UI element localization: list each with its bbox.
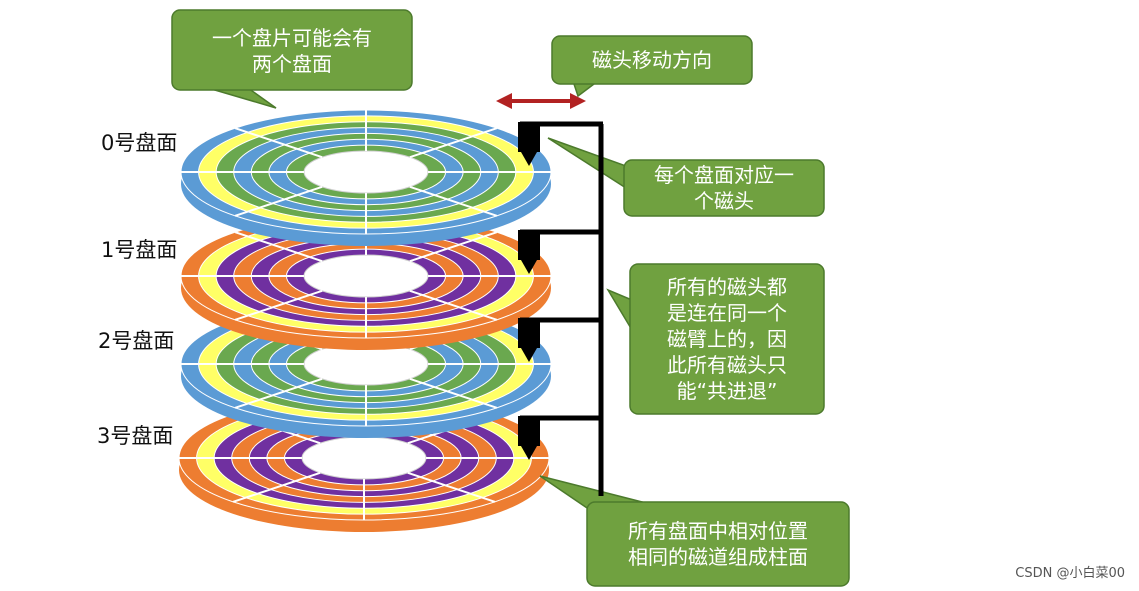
callout-shared-arm-line-3: 磁臂上的，因 xyxy=(667,327,787,351)
callout-head-direction-box xyxy=(551,35,753,85)
callout-head-per-surface-box xyxy=(623,159,825,217)
callout-head-per-surface-line-1: 每个盘面对应一 xyxy=(654,163,794,187)
platter-label-3: 3号盘面 xyxy=(97,424,174,448)
callout-head-per-surface-line-2: 个磁头 xyxy=(694,189,754,213)
platter-2-sector-line-1 xyxy=(409,377,498,409)
callout-cylinder-line-2: 相同的磁道组成柱面 xyxy=(628,545,808,569)
actuator-arm xyxy=(518,121,604,496)
head-1-tip xyxy=(521,260,537,274)
callout-cylinder-box xyxy=(586,501,850,587)
callout-shared-arm-box xyxy=(629,263,825,415)
platter-1-sector-line-7 xyxy=(409,231,498,263)
head-3-body xyxy=(518,416,540,446)
callout-two-surfaces-line-1: 一个盘片可能会有 xyxy=(212,26,372,50)
callout-head-per-surface: 每个盘面对应一 个磁头 xyxy=(624,160,824,216)
head-0-tip xyxy=(521,152,537,166)
platter-0-sector-line-3 xyxy=(234,185,323,217)
platter-1 xyxy=(180,213,552,350)
platter-label-1: 1号盘面 xyxy=(101,238,178,262)
callout-shared-arm-line-2: 是连在同一个 xyxy=(667,301,787,325)
platter-1-spindle-hole xyxy=(303,254,429,298)
callout-two-surfaces: 一个盘片可能会有 两个盘面 xyxy=(172,12,412,90)
platter-3-sector-line-3 xyxy=(232,471,321,503)
platter-2-sector-line-3 xyxy=(234,377,323,409)
platter-0 xyxy=(180,109,552,246)
callout-head-direction: 磁头移动方向 xyxy=(552,36,752,84)
callout-head-direction-text: 磁头移动方向 xyxy=(592,48,712,72)
head-3-tip xyxy=(521,446,537,460)
callout-cylinder: 所有盘面中相对位置 相同的磁道组成柱面 xyxy=(587,502,849,586)
platter-label-2: 2号盘面 xyxy=(98,329,175,353)
head-2-body xyxy=(518,318,540,348)
platter-0-spindle-hole xyxy=(303,150,429,194)
arrow-head-left xyxy=(496,93,512,109)
platter-3-spindle-hole xyxy=(301,436,427,480)
platter-1-sector-line-5 xyxy=(234,231,323,263)
callout-cylinder-line-1: 所有盘面中相对位置 xyxy=(628,519,808,543)
head-0-body xyxy=(518,122,540,152)
platter-0-sector-line-5 xyxy=(234,127,323,159)
callout-shared-arm-line-4: 此所有磁头只 xyxy=(667,353,787,377)
head-2-tip xyxy=(521,348,537,362)
head-1-body xyxy=(518,230,540,260)
callout-shared-arm-line-5: 能“共进退” xyxy=(676,379,778,403)
platter-1-sector-line-1 xyxy=(409,289,498,321)
callout-two-surfaces-box xyxy=(171,9,413,91)
head-direction-arrow xyxy=(496,93,586,109)
callout-shared-arm-line-1: 所有的磁头都 xyxy=(667,275,787,299)
callout-two-surfaces-tail xyxy=(207,87,277,109)
platter-1-sector-line-3 xyxy=(234,289,323,321)
callout-shared-arm-tail xyxy=(606,288,633,333)
callout-shapes xyxy=(171,9,850,587)
platter-0-sector-line-7 xyxy=(409,127,498,159)
callout-shared-arm: 所有的磁头都 是连在同一个 磁臂上的，因 此所有磁头只 能“共进退” xyxy=(630,264,824,414)
platter-0-sector-line-1 xyxy=(409,185,498,217)
platter-stack xyxy=(178,109,552,532)
callout-head-per-surface-tail xyxy=(547,137,627,190)
callout-two-surfaces-line-2: 两个盘面 xyxy=(252,52,332,76)
watermark: CSDN @小白菜00 xyxy=(1015,566,1125,581)
arrow-head-right xyxy=(570,93,586,109)
platter-label-0: 0号盘面 xyxy=(101,131,178,155)
platter-3-sector-line-1 xyxy=(407,471,496,503)
